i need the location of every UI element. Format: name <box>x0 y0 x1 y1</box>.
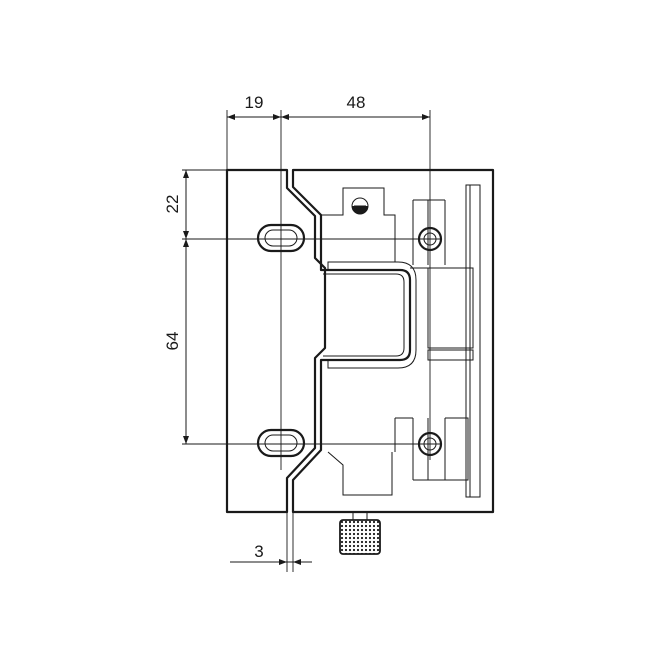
dimension-label-48: 48 <box>347 93 366 112</box>
knurled-knob-icon <box>339 511 381 555</box>
dimension-label-64: 64 <box>163 332 182 351</box>
dimension-label-3: 3 <box>254 542 263 561</box>
dimension-label-19: 19 <box>245 93 264 112</box>
right-hinge-leaf <box>291 168 495 514</box>
center-lines <box>182 110 440 572</box>
dimension-label-22: 22 <box>163 195 182 214</box>
screw-icon <box>351 197 369 215</box>
dimension-lines <box>183 114 430 565</box>
